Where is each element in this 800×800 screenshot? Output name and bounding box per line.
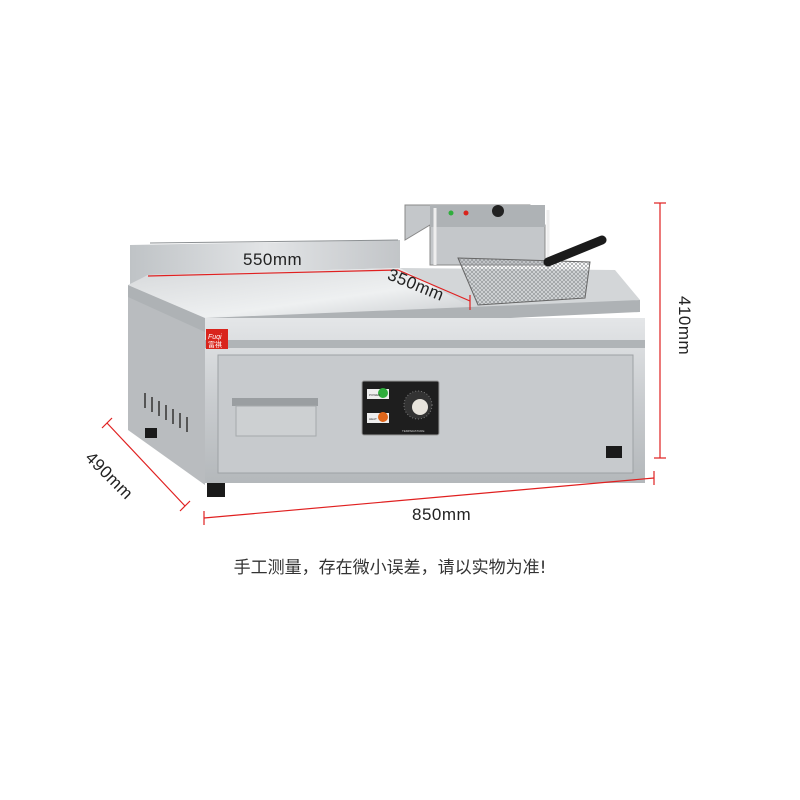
power-indicator-light xyxy=(378,388,388,398)
svg-text:Fuqi: Fuqi xyxy=(208,334,222,341)
basket-handle[interactable] xyxy=(543,235,607,267)
griddle-plate xyxy=(128,268,480,318)
height-label: 410mm xyxy=(675,296,694,356)
griddle-width-label: 550mm xyxy=(243,250,303,269)
temperature-knob[interactable] xyxy=(412,399,428,415)
brand-logo xyxy=(206,329,228,349)
foot xyxy=(145,428,157,438)
heat-indicator-light xyxy=(378,412,388,422)
drawer-handle[interactable] xyxy=(232,398,318,406)
fryer-basket xyxy=(457,257,591,306)
temperature-label: TEMPERATURE xyxy=(402,429,424,433)
fryer-knob[interactable] xyxy=(492,205,504,217)
measurement-disclaimer: 手工测量，存在微小误差，请以实物为准! xyxy=(233,558,547,578)
foot xyxy=(207,483,225,497)
foot xyxy=(606,446,622,458)
heat-label: HEAT xyxy=(369,417,377,421)
power-label: POWER xyxy=(369,393,381,397)
total-width-label: 850mm xyxy=(412,505,472,524)
backsplash xyxy=(130,240,400,285)
side-vents xyxy=(144,393,188,432)
dimension-lines xyxy=(101,202,666,525)
svg-text:富祺: 富祺 xyxy=(208,340,222,349)
